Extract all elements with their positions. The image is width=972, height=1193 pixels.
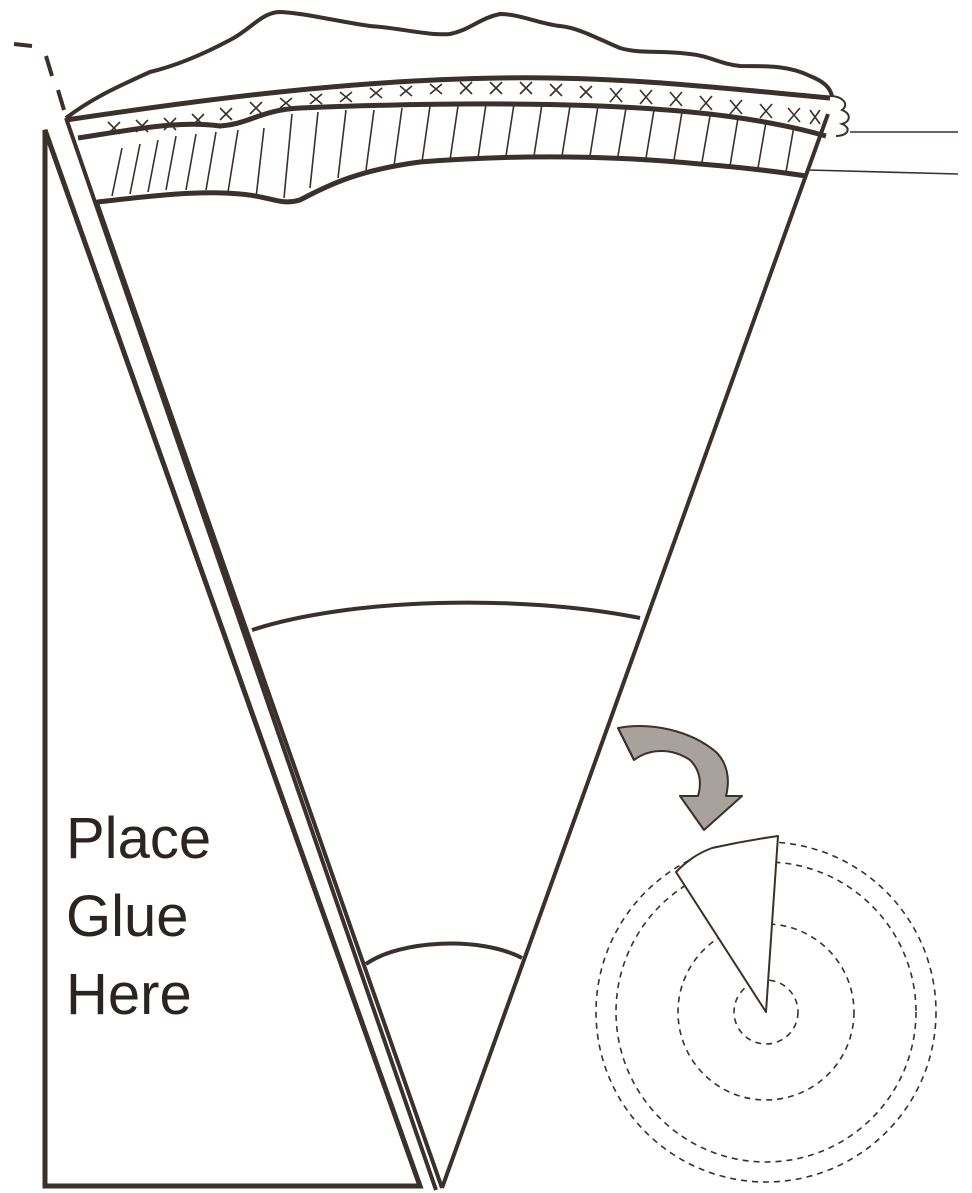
mantle-outer-core-boundary [251,600,641,632]
mini-wedge-icon [675,835,779,1013]
glue-line-3: Here [66,962,192,1027]
curved-arrow-fold [617,727,635,761]
crust-crosshatch [107,81,821,135]
glue-line-2: Glue [66,884,189,949]
wedge-left-edge [64,117,438,1191]
lithosphere-bottom-line [97,154,807,205]
label-guide-line-lower [807,169,959,175]
fold-line-dashes [13,42,66,111]
surface-mountains [64,10,834,120]
crust-top-line [65,75,831,123]
glue-line-1: Place [66,806,212,871]
wedge-right-edge [440,113,830,1189]
wedge-inner-left-edge [94,199,444,1189]
crust-bottom-line [77,101,827,141]
surface-edge-bumps [829,95,850,137]
lithosphere-stripes [111,103,795,199]
glue-instruction: Place Glue Here [66,800,266,1034]
outer-inner-core-boundary [364,941,523,966]
curved-arrow-icon [617,725,743,831]
glue-tab[interactable] [42,129,424,1189]
